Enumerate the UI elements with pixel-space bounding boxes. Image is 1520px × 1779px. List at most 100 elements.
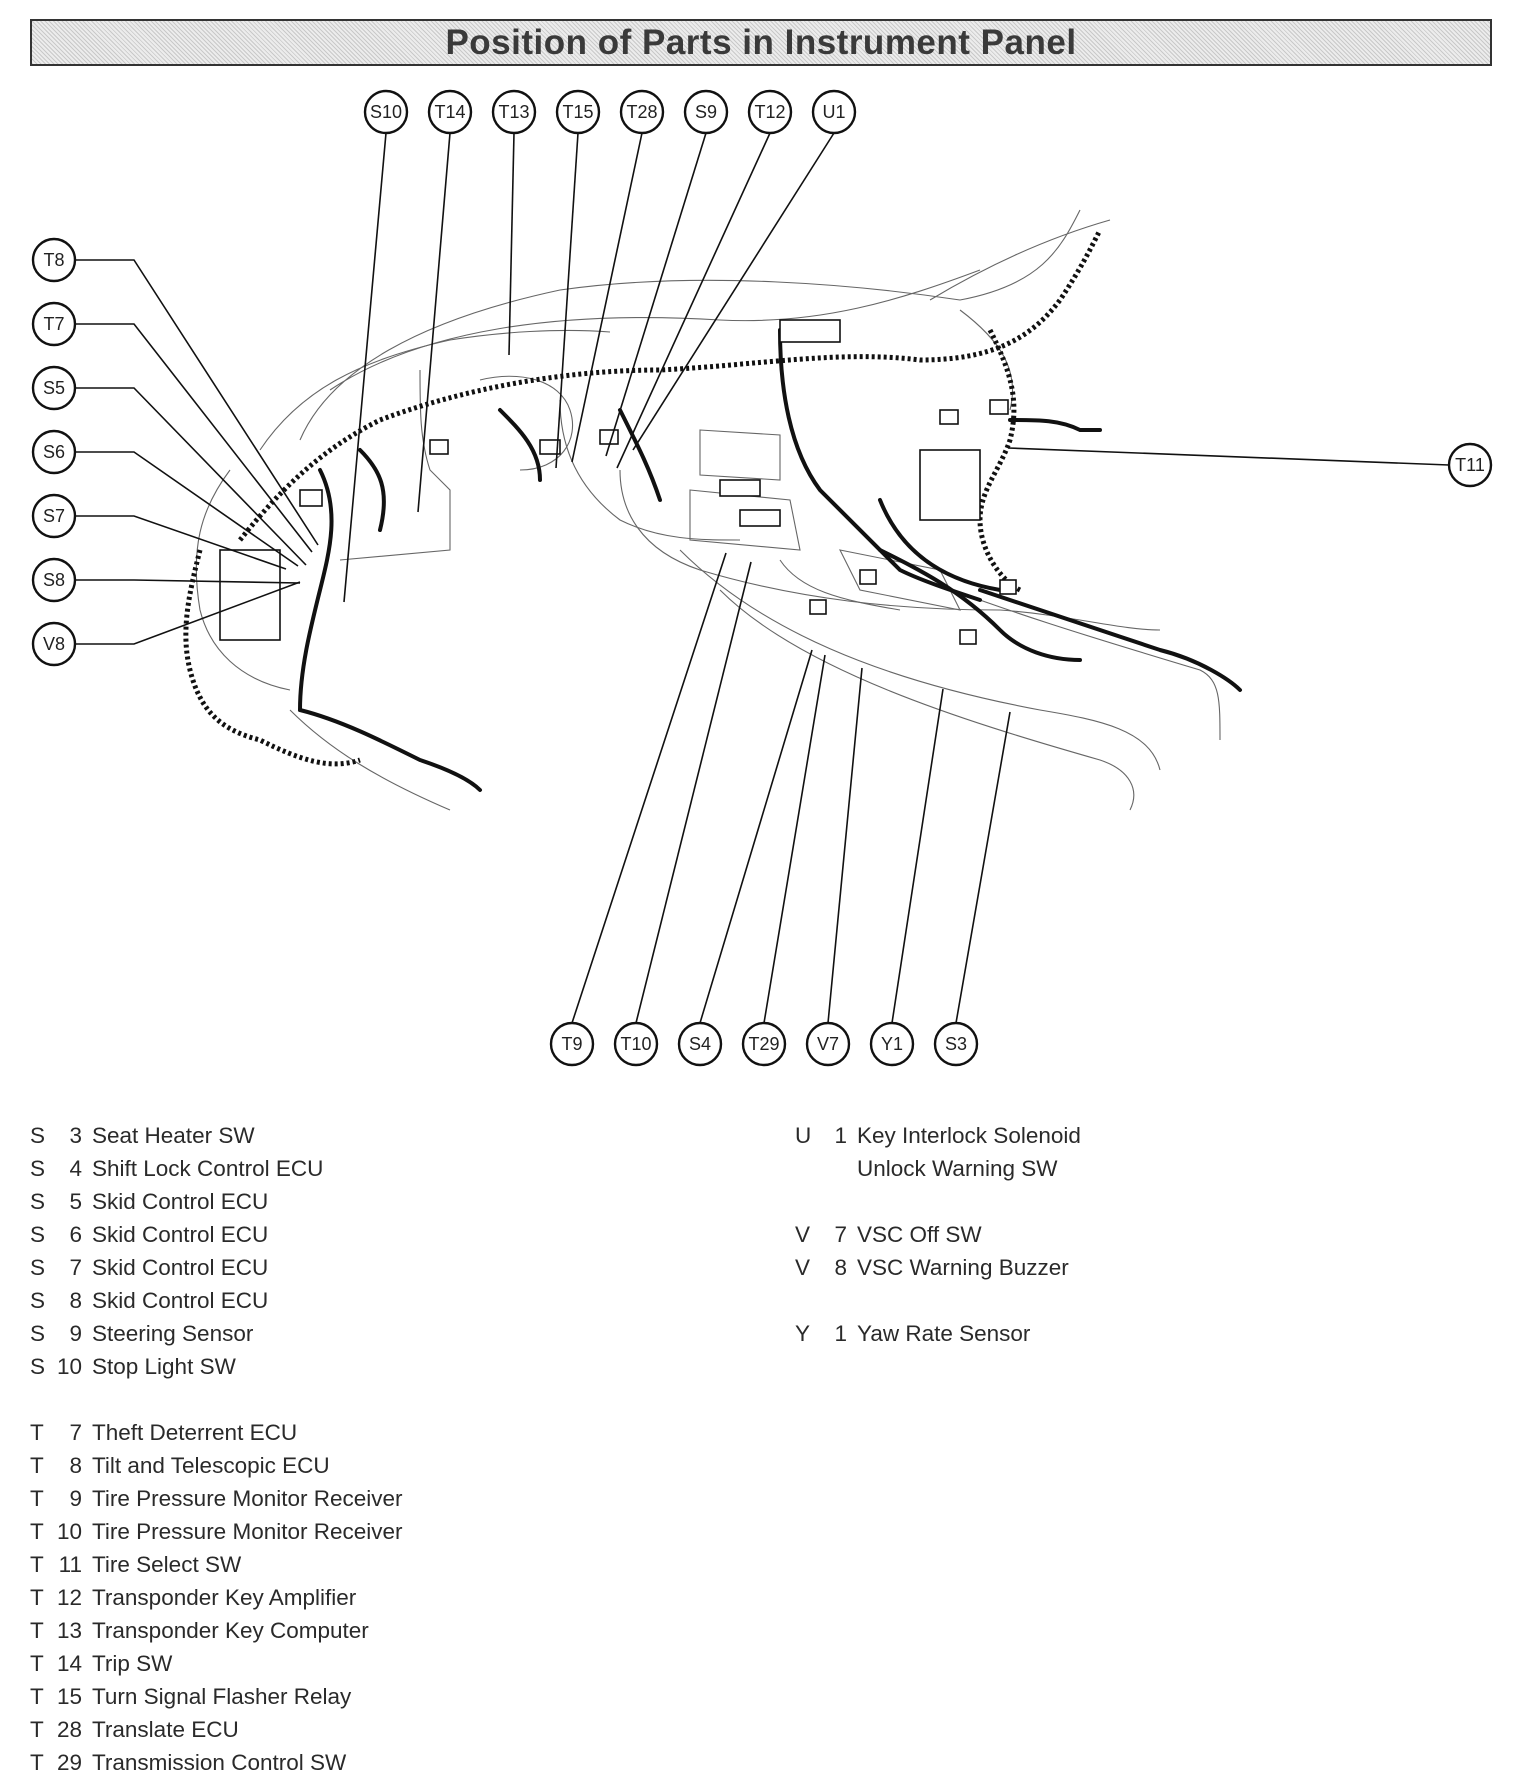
legend-code-letter: T: [30, 1750, 44, 1775]
legend-code-number: 7: [834, 1222, 847, 1247]
legend-part-name: Skid Control ECU: [92, 1222, 269, 1247]
leader-t7: [75, 323, 313, 553]
callout-t8: T8: [31, 237, 77, 283]
callout-v7: V7: [805, 1021, 851, 1067]
leader-u1: [632, 132, 835, 451]
connector: [809, 599, 827, 615]
legend-part-name: Tire Pressure Monitor Receiver: [92, 1486, 403, 1511]
callout-s8: S8: [31, 557, 77, 603]
leader-s3: [955, 711, 1011, 1024]
callout-circle: [427, 89, 473, 135]
legend-item: T 15 Turn Signal Flasher Relay: [30, 1680, 730, 1713]
callout-t12: T12: [747, 89, 793, 135]
callout-t13: T13: [491, 89, 537, 135]
legend-part-name: Tire Pressure Monitor Receiver: [92, 1519, 403, 1544]
legend-part-name: Unlock Warning SW: [857, 1156, 1058, 1181]
legend-code-letter: V: [795, 1222, 811, 1247]
legend-code-letter: T: [30, 1717, 44, 1742]
legend-code-number: 8: [69, 1453, 82, 1478]
legend-code-letter: S: [30, 1222, 46, 1247]
legend-code-letter: T: [30, 1552, 44, 1577]
connector: [599, 429, 619, 445]
callout-circle: [677, 1021, 723, 1067]
top-connector-block: [779, 319, 841, 343]
leader-s6: [75, 451, 299, 567]
legend-part-name: Turn Signal Flasher Relay: [92, 1684, 352, 1709]
callout-label: S5: [43, 378, 65, 398]
legend-part-name: Steering Sensor: [92, 1321, 254, 1346]
callout-y1: Y1: [869, 1021, 915, 1067]
leader-t13: [508, 132, 515, 356]
legend-code-letter: T: [30, 1684, 44, 1709]
callout-t7: T7: [31, 301, 77, 347]
legend-part-name: Yaw Rate Sensor: [857, 1321, 1031, 1346]
callout-s9: S9: [683, 89, 729, 135]
callout-label: T8: [43, 250, 64, 270]
callout-u1: U1: [811, 89, 857, 135]
connector: [299, 489, 323, 507]
callout-s5: S5: [31, 365, 77, 411]
leader-t9: [571, 552, 727, 1024]
connector: [859, 569, 877, 585]
callout-label: T12: [754, 102, 785, 122]
callout-circle: [491, 89, 537, 135]
connector: [999, 579, 1017, 595]
left-relay-block: [219, 549, 281, 641]
legend-part-name: Key Interlock Solenoid: [857, 1123, 1081, 1148]
legend-code-number: 10: [56, 1354, 82, 1379]
wire-harness: [183, 228, 1242, 792]
legend-code-letter: T: [30, 1585, 44, 1610]
legend-code-number: 9: [69, 1321, 82, 1346]
callout-circle: [31, 429, 77, 475]
legend-part-name: Tilt and Telescopic ECU: [92, 1453, 330, 1478]
leader-s10: [343, 132, 387, 603]
callout-circle: [1447, 442, 1493, 488]
legend-code-letter: S: [30, 1255, 46, 1280]
right-relay-block: [919, 449, 981, 521]
legend-code-letter: T: [30, 1486, 44, 1511]
callout-label: T29: [748, 1034, 779, 1054]
callout-circle: [869, 1021, 915, 1067]
callout-label: V8: [43, 634, 65, 654]
callout-t14: T14: [427, 89, 473, 135]
callout-label: S3: [945, 1034, 967, 1054]
callout-label: S7: [43, 506, 65, 526]
callout-circle: [31, 301, 77, 347]
legend-code-number: 15: [56, 1684, 82, 1709]
leader-s7: [75, 515, 287, 570]
callout-label: T28: [626, 102, 657, 122]
page-title: Position of Parts in Instrument Panel: [445, 22, 1077, 62]
callout-s6: S6: [31, 429, 77, 475]
legend-code-number: 1: [834, 1321, 847, 1346]
legend-code-number: 12: [56, 1585, 82, 1610]
callout-label: V7: [817, 1034, 839, 1054]
legend-code-letter: T: [30, 1618, 44, 1643]
legend-code-letter: V: [795, 1255, 811, 1280]
leader-s9: [605, 132, 707, 457]
callout-circle: [811, 89, 857, 135]
legend-code-letter: T: [30, 1651, 44, 1676]
legend-part-name: VSC Off SW: [857, 1222, 982, 1247]
legend-part-name: VSC Warning Buzzer: [857, 1255, 1069, 1280]
legend-code-number: 7: [69, 1420, 82, 1445]
